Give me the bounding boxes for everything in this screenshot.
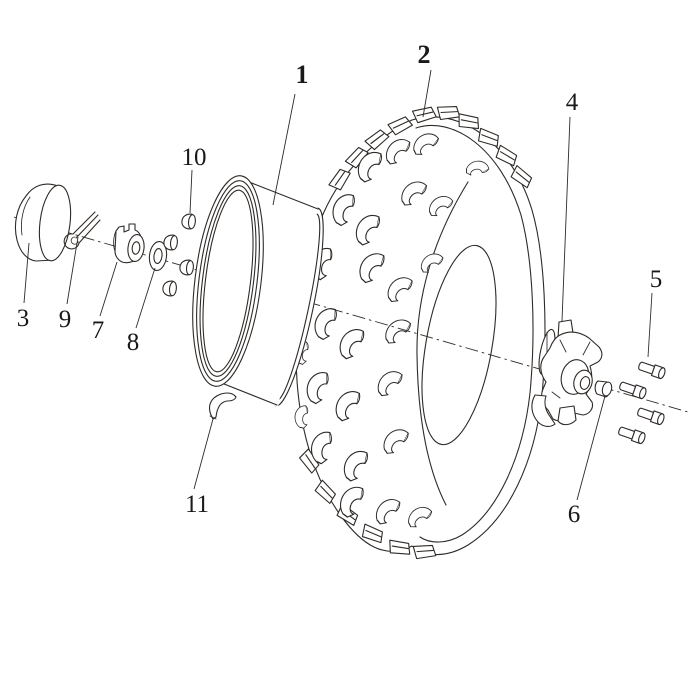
wheel-bolts xyxy=(616,359,667,445)
leader-line-3 xyxy=(23,242,30,304)
part-label-5: 5 xyxy=(650,266,663,293)
part-label-4: 4 xyxy=(566,89,579,116)
part-label-8: 8 xyxy=(127,329,140,356)
leader-line-9 xyxy=(66,236,79,305)
tire xyxy=(289,104,546,561)
rim-front-flange xyxy=(192,175,264,387)
wheel-rim xyxy=(192,175,324,407)
leader-line-10 xyxy=(189,169,193,214)
leader-line-8 xyxy=(135,267,156,329)
leader-line-2 xyxy=(422,69,432,118)
rim-front-flange-ring-4 xyxy=(202,189,254,373)
leader-line-11 xyxy=(193,418,214,490)
leader-line-1 xyxy=(272,93,296,206)
part-label-3: 3 xyxy=(17,305,30,332)
part-label-11: 11 xyxy=(185,491,209,518)
rim-barrel-top-edge xyxy=(248,181,319,210)
part-label-9: 9 xyxy=(59,306,72,333)
hub-cap xyxy=(14,183,72,262)
cotter-pin xyxy=(63,211,101,250)
sidewall-shoulder-line xyxy=(415,124,534,543)
part-label-7: 7 xyxy=(92,317,105,344)
part-label-1: 1 xyxy=(296,60,309,89)
tread-sidewall-boundary xyxy=(416,181,469,506)
part-label-2: 2 xyxy=(418,40,431,69)
valve-stem xyxy=(209,392,237,420)
cap-nuts xyxy=(161,212,197,298)
leader-line-4 xyxy=(561,116,571,322)
wheel-hub xyxy=(531,319,603,427)
leader-line-7 xyxy=(99,261,118,317)
washer xyxy=(148,241,168,271)
part-label-10: 10 xyxy=(182,144,207,171)
axle-nut xyxy=(594,380,613,398)
leader-line-5 xyxy=(647,292,653,358)
leader-line-6 xyxy=(576,395,606,501)
part-label-6: 6 xyxy=(568,501,581,528)
castle-nut xyxy=(113,223,145,264)
sidewall-opening xyxy=(421,244,497,446)
